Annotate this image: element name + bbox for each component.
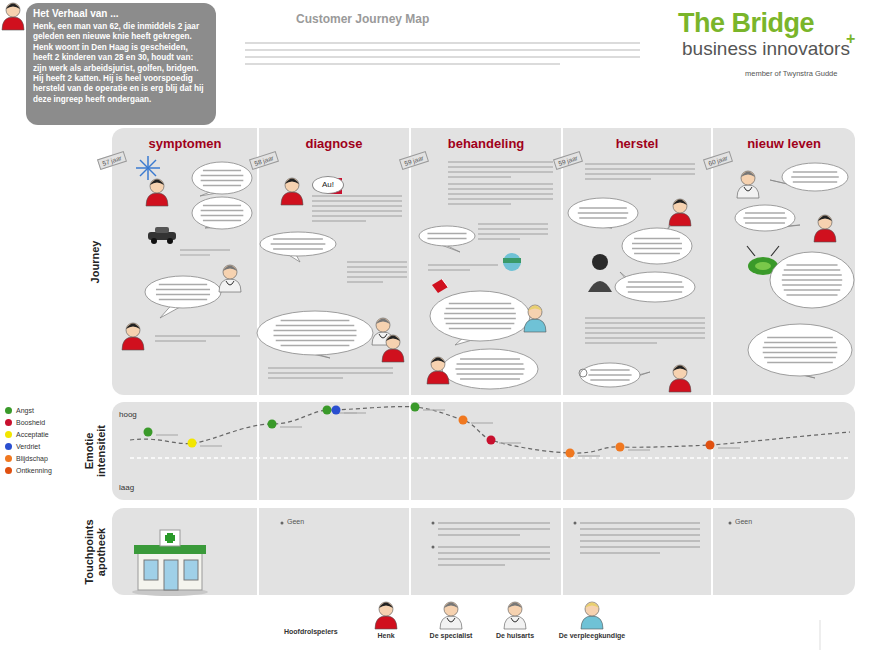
story-heading: Het Verhaal van ...	[33, 8, 209, 19]
journey-band: Emotie intensiteit	[112, 402, 855, 500]
phase-name: symptomen	[149, 136, 222, 151]
story-box: Het Verhaal van ... Henk, een man van 62,…	[26, 3, 216, 125]
legend-swatch	[5, 443, 12, 450]
story-body: Henk, een man van 62, die inmiddels 2 ja…	[33, 22, 209, 105]
age-tag: 59 jaar	[553, 151, 583, 170]
touchpoint-text: Geen	[735, 518, 752, 525]
legend-text: Angst	[16, 407, 34, 414]
age-tag: 60 jaar	[703, 151, 733, 170]
actor-name: De verpleegkundige	[559, 632, 626, 639]
journey-figures	[2, 3, 854, 392]
emotion-curve	[130, 407, 850, 454]
age-tag: 57 jaar	[97, 151, 127, 170]
journey-band: JourneyAu!	[112, 128, 855, 395]
legend-swatch	[5, 467, 12, 474]
legend-swatch	[5, 419, 12, 426]
phase-name: herstel	[616, 136, 659, 151]
legend-row: Boosheid	[5, 418, 45, 426]
divider	[820, 620, 821, 650]
legend-text: Blijdschap	[16, 455, 48, 462]
touchpoint-text: Geen	[287, 518, 304, 525]
bullets	[281, 522, 732, 549]
phase-dividers	[258, 128, 712, 595]
legend-text: Boosheid	[16, 419, 45, 426]
axis-label: laag	[119, 483, 134, 492]
legend-row: Ontkenning	[5, 466, 52, 474]
axis-label: hoog	[119, 410, 137, 419]
phase-name: diagnose	[305, 136, 362, 151]
legend-text: Verdriet	[16, 443, 40, 450]
touchpoint-panel	[112, 508, 855, 595]
age-tag: 59 jaar	[399, 151, 429, 170]
actors-heading: Hoofdrolspelers	[284, 628, 338, 635]
speech-bubble: Au!	[312, 176, 344, 194]
actor-icons	[375, 602, 603, 629]
legend-row: Verdriet	[5, 442, 40, 450]
page-title: Customer Journey Map	[296, 12, 429, 26]
intro-text-lines	[245, 43, 640, 64]
baseline	[130, 457, 850, 459]
legend-text: Acceptatie	[16, 431, 49, 438]
legend-swatch	[5, 407, 12, 414]
logo-member: member of Twynstra Gudde	[745, 69, 837, 78]
bubble-text: Au!	[322, 180, 334, 189]
phase-name: nieuw leven	[747, 136, 821, 151]
legend-row: Angst	[5, 406, 34, 414]
emotion-dots	[144, 403, 741, 458]
touchpoint-text-lines	[438, 523, 700, 565]
actor-name: Henk	[377, 632, 394, 639]
emotion-panel	[112, 402, 855, 500]
actor-name: De huisarts	[496, 632, 534, 639]
journey-panel	[112, 128, 855, 395]
logo-plus: +	[846, 30, 855, 48]
legend-row: Blijdschap	[5, 454, 48, 462]
legend-swatch	[5, 431, 12, 438]
pharmacy-icon	[132, 530, 208, 596]
band-label: Journey	[89, 240, 101, 283]
legend-text: Ontkenning	[16, 467, 52, 474]
actor-name: De specialist	[430, 632, 473, 639]
band-label: Touchpoints apotheek	[83, 517, 107, 587]
logo-name: The Bridge	[678, 8, 814, 39]
age-tag: 58 jaar	[249, 151, 279, 170]
phase-name: behandeling	[448, 136, 525, 151]
band-label: Emotie intensiteit	[83, 416, 107, 486]
legend-row: Acceptatie	[5, 430, 49, 438]
legend-swatch	[5, 455, 12, 462]
logo-sub: business innovators	[682, 38, 850, 60]
